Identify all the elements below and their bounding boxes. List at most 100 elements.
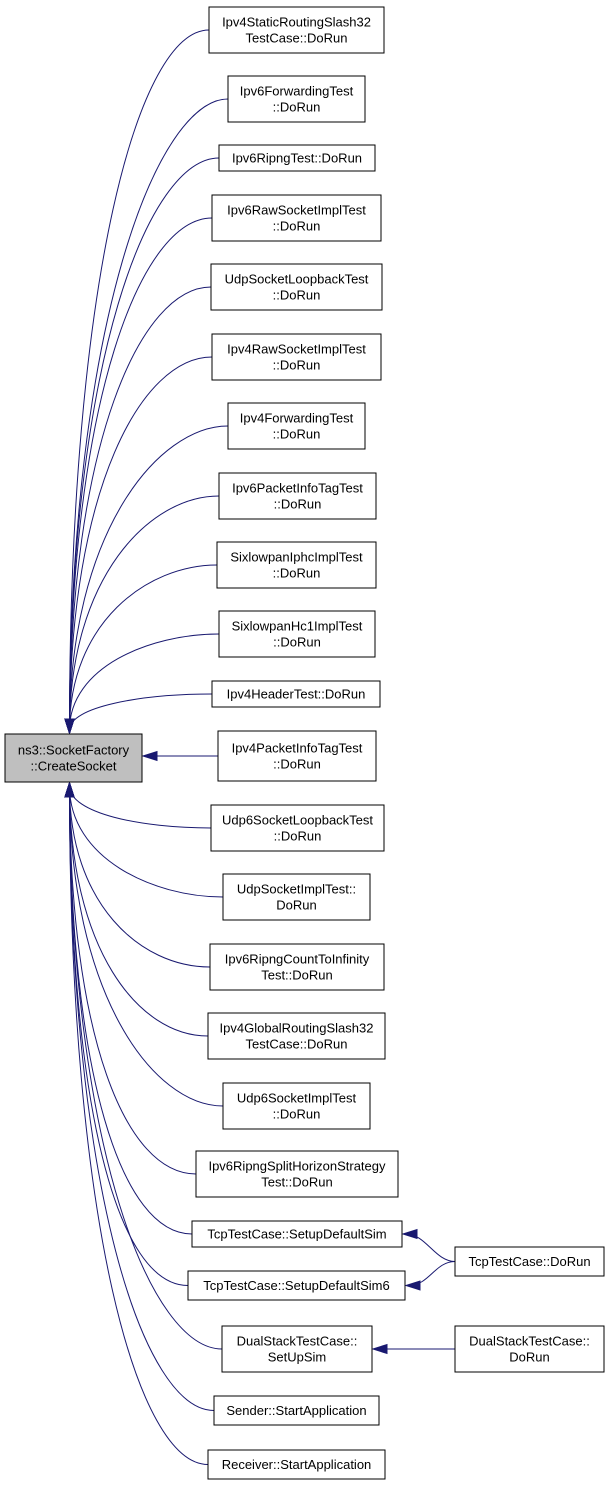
arrow-head-icon — [401, 1228, 418, 1240]
node-label-line: Ipv4HeaderTest::DoRun — [227, 687, 366, 702]
caller-node-tcptestcase-setupdefaultsim6[interactable]: TcpTestCase::SetupDefaultSim6 — [187, 1270, 406, 1301]
edge-line — [69, 785, 209, 1465]
edge-n7-to-root — [64, 425, 229, 735]
edge-line — [69, 785, 197, 1175]
edge-line — [69, 495, 220, 731]
edge-line — [69, 286, 212, 731]
edge-n6-to-root — [64, 356, 213, 735]
edge-n11-to-root — [64, 693, 213, 735]
caller-node-ipv4headertest-dorun[interactable]: Ipv4HeaderTest::DoRun — [211, 680, 381, 708]
node-label-line: Ipv6RipngCountToInfinity — [225, 952, 370, 967]
edge-n10-to-root — [64, 633, 220, 735]
caller-node-udp6socketloopbacktest-dorun[interactable]: Udp6SocketLoopbackTest::DoRun — [210, 804, 385, 852]
caller-node-udpsocketloopbacktest-dorun[interactable]: UdpSocketLoopbackTest::DoRun — [210, 263, 383, 311]
node-label-line: Ipv4RawSocketImplTest — [227, 342, 366, 357]
node-label-line: Test::DoRun — [261, 1175, 333, 1190]
edge-n13-to-root — [64, 781, 212, 829]
edge-n24-to-n19 — [401, 1228, 456, 1262]
node-box — [210, 263, 383, 311]
arrow-head-icon — [64, 718, 75, 735]
edge-line — [69, 785, 189, 1286]
node-label-line: SixlowpanIphcImplTest — [230, 550, 363, 565]
node-label-line: TestCase::DoRun — [246, 1037, 348, 1052]
node-label-line: SixlowpanHc1ImplTest — [232, 619, 363, 634]
node-label-line: Ipv4GlobalRoutingSlash32 — [220, 1021, 374, 1036]
node-label-line: Receiver::StartApplication — [222, 1457, 372, 1472]
node-label-line: ::DoRun — [273, 100, 321, 115]
caller-node-receiver-startapplication[interactable]: Receiver::StartApplication — [207, 1449, 386, 1480]
caller-node-sixlowpanhc1impltest-dorun[interactable]: SixlowpanHc1ImplTest::DoRun — [218, 610, 376, 658]
caller-node-sixlowpaniphcimpltest-dorun[interactable]: SixlowpanIphcImplTest::DoRun — [216, 541, 377, 589]
node-box — [211, 680, 381, 708]
edge-line — [69, 785, 211, 968]
edge-line — [69, 564, 218, 731]
caller-node-ipv4rawsocketimpltest-dorun[interactable]: Ipv4RawSocketImplTest::DoRun — [211, 333, 382, 381]
node-label-line: ::DoRun — [273, 427, 321, 442]
node-label-line: Test::DoRun — [261, 968, 333, 983]
node-box — [222, 1082, 371, 1130]
node-box — [211, 194, 382, 242]
node-box — [216, 541, 377, 589]
node-box — [454, 1325, 605, 1373]
edge-line — [69, 785, 212, 829]
root-node-ns3-socketfactory-createsocket[interactable]: ns3::SocketFactory::CreateSocket — [4, 733, 143, 783]
node-label-line: TcpTestCase::DoRun — [468, 1254, 590, 1269]
caller-node-tcptestcase-dorun[interactable]: TcpTestCase::DoRun — [454, 1246, 605, 1277]
edge-n1-to-root — [64, 29, 210, 735]
edge-line — [69, 217, 213, 731]
node-box — [217, 730, 377, 782]
edge-line — [69, 633, 220, 731]
caller-node-ipv6forwardingtest-dorun[interactable]: Ipv6ForwardingTest::DoRun — [227, 75, 366, 123]
node-label-line: ::DoRun — [273, 635, 321, 650]
caller-node-ipv6rawsocketimpltest-dorun[interactable]: Ipv6RawSocketImplTest::DoRun — [211, 194, 382, 242]
caller-node-dualstacktestcase-setupsim[interactable]: DualStackTestCase::SetUpSim — [221, 1325, 373, 1373]
caller-node-ipv6ripngtest-dorun[interactable]: Ipv6RipngTest::DoRun — [218, 144, 376, 172]
edge-n12-to-root — [141, 750, 219, 762]
node-label-line: Ipv6RipngTest::DoRun — [232, 151, 362, 166]
node-label-line: Ipv4ForwardingTest — [240, 411, 354, 426]
edge-n24-to-n20 — [404, 1261, 456, 1291]
edge-n23-to-root — [64, 781, 209, 1465]
node-label-line: ns3::SocketFactory — [18, 743, 130, 758]
node-label-line: DoRun — [509, 1350, 549, 1365]
node-label-line: ::DoRun — [273, 358, 321, 373]
node-label-line: Udp6SocketLoopbackTest — [222, 813, 373, 828]
node-label-line: Ipv4PacketInfoTagTest — [232, 741, 363, 756]
edge-n5-to-root — [64, 286, 212, 735]
edge-line — [69, 29, 210, 731]
node-box — [221, 1325, 373, 1373]
node-box — [218, 144, 376, 172]
edge-line — [69, 785, 209, 1037]
edge-n22-to-root — [64, 781, 215, 1411]
edge-n15-to-root — [64, 781, 211, 968]
caller-node-ipv6packetinfotagtest-dorun[interactable]: Ipv6PacketInfoTagTest::DoRun — [218, 472, 377, 520]
node-box — [210, 804, 385, 852]
edge-line — [69, 157, 220, 731]
edge-line — [69, 785, 224, 1107]
node-label-line: UdpSocketImplTest:: — [237, 882, 356, 897]
edge-line — [69, 693, 213, 731]
arrow-head-icon — [404, 1280, 421, 1291]
caller-node-tcptestcase-setupdefaultsim[interactable]: TcpTestCase::SetupDefaultSim — [191, 1220, 403, 1248]
caller-node-dualstacktestcase-dorun[interactable]: DualStackTestCase::DoRun — [454, 1325, 605, 1373]
node-box — [227, 75, 366, 123]
node-label-line: TcpTestCase::SetupDefaultSim — [207, 1227, 386, 1242]
caller-node-udpsocketimpltest-dorun[interactable]: UdpSocketImplTest::DoRun — [222, 873, 371, 921]
node-box — [222, 873, 371, 921]
caller-node-sender-startapplication[interactable]: Sender::StartApplication — [213, 1395, 380, 1426]
node-label-line: TcpTestCase::SetupDefaultSim6 — [203, 1278, 389, 1293]
edge-line — [69, 785, 215, 1411]
node-label-line: ::DoRun — [273, 566, 321, 581]
edge-line — [69, 785, 193, 1235]
caller-node-ipv4packetinfotagtest-dorun[interactable]: Ipv4PacketInfoTagTest::DoRun — [217, 730, 377, 782]
caller-node-ipv4forwardingtest-dorun[interactable]: Ipv4ForwardingTest::DoRun — [227, 402, 366, 450]
edge-n21-to-root — [64, 781, 223, 1350]
caller-node-udp6socketimpltest-dorun[interactable]: Udp6SocketImplTest::DoRun — [222, 1082, 371, 1130]
edge-line — [69, 785, 224, 898]
edge-n9-to-root — [64, 564, 218, 735]
